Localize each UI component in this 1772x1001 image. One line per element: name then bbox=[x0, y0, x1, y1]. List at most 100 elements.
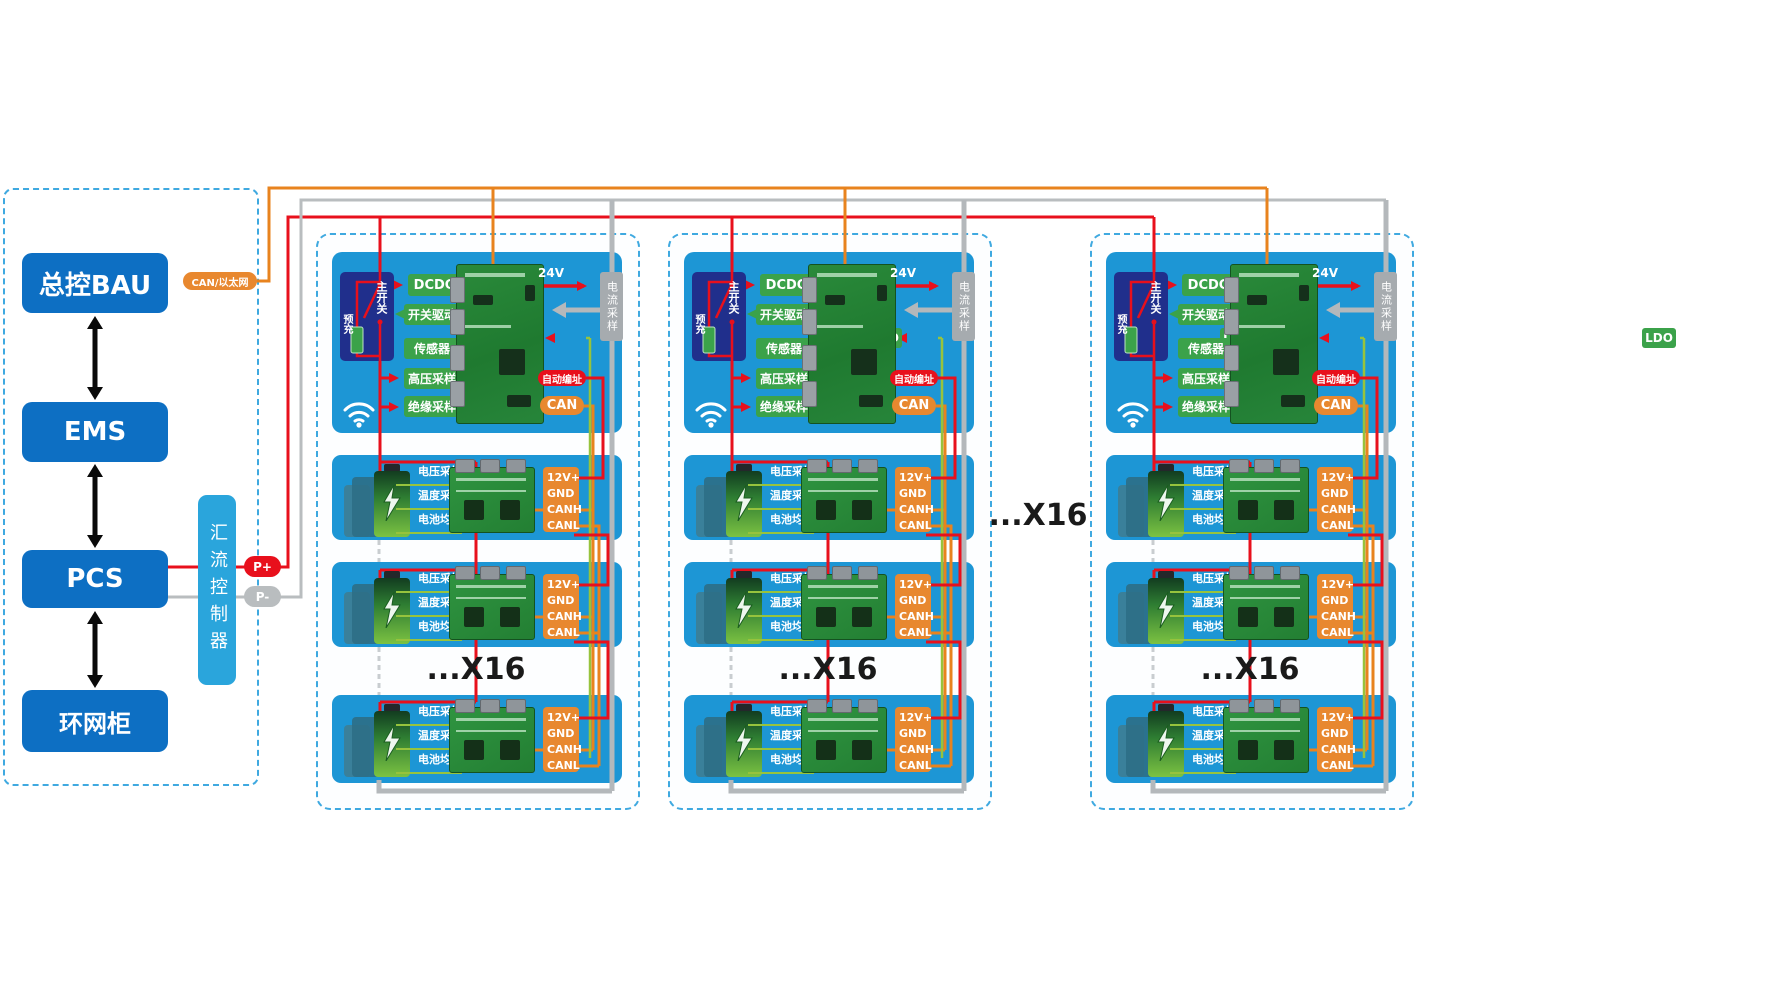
auto-addressing-badge: 自动编址 bbox=[1312, 370, 1360, 386]
wifi-icon bbox=[343, 402, 375, 428]
battery-cluster: 主开关 预充 DCDC 开关驱动 传感器 高压采样 绝缘采样 24V LDO 自… bbox=[668, 0, 1254, 1001]
module-pcb bbox=[1223, 459, 1309, 533]
sensor-label: 传感器 bbox=[765, 342, 802, 356]
sensor-label: 传感器 bbox=[413, 342, 450, 356]
auto-addressing-label: 自动编址 bbox=[894, 374, 934, 386]
can-badge: CAN bbox=[540, 396, 584, 415]
current-sampling-box: 电流采样 bbox=[600, 272, 623, 341]
hv-sampling-box: 高压采样 bbox=[756, 368, 812, 389]
pin-canl-label: CANL bbox=[547, 626, 580, 639]
wifi-icon bbox=[695, 402, 727, 428]
pin-canl-label: CANL bbox=[899, 519, 932, 532]
module-connector-box: 12V+ GND CANH CANL bbox=[895, 707, 934, 772]
switch-symbol bbox=[702, 272, 735, 361]
pin-canl-label: CANL bbox=[547, 519, 580, 532]
module-scale-note: ...X16 bbox=[1200, 652, 1300, 687]
module-connector-box: 12V+ GND CANH CANL bbox=[895, 574, 934, 639]
pin-canl-label: CANL bbox=[547, 759, 580, 772]
battery-icon bbox=[1118, 570, 1184, 644]
battery-module-row: 电压采样 温度采样 电池均衡 12V+ GND CANH CANL bbox=[1106, 562, 1396, 647]
insulation-sampling-box: 绝缘采样 bbox=[1178, 396, 1234, 417]
p-plus-terminal: P+ bbox=[244, 556, 281, 577]
master-bau-box: 总控BAU bbox=[22, 253, 168, 313]
switch-drive-box: 开关驱动 bbox=[1178, 304, 1234, 325]
module-connector-box: 12V+ GND CANH CANL bbox=[1317, 467, 1356, 532]
pin-canh-label: CANH bbox=[899, 743, 934, 756]
hv-sampling-label: 高压采样 bbox=[407, 372, 456, 386]
battery-module-row: 电压采样 温度采样 电池均衡 12V+ GND CANH CANL bbox=[332, 695, 622, 783]
module-pcb bbox=[449, 566, 535, 640]
battery-module-row: 电压采样 温度采样 电池均衡 12V+ GND CANH CANL bbox=[1106, 455, 1396, 540]
supply-24v-label: 24V bbox=[1312, 266, 1338, 280]
main-switch-label: 主开关 bbox=[375, 281, 388, 314]
wifi-icon bbox=[1117, 402, 1149, 428]
can-label: CAN bbox=[898, 398, 930, 413]
module-scale-note: ...X16 bbox=[778, 652, 878, 687]
current-sampling-label: 电流采样 bbox=[605, 280, 619, 333]
auto-addressing-label: 自动编址 bbox=[542, 374, 582, 386]
cluster-scale-note: ...X16 bbox=[988, 498, 1088, 533]
pcs-box: PCS bbox=[22, 550, 168, 608]
hv-sampling-box: 高压采样 bbox=[404, 368, 460, 389]
supply-24v-label: 24V bbox=[538, 266, 564, 280]
insulation-sampling-label: 绝缘采样 bbox=[407, 400, 456, 414]
pin-12v-label: 12V+ bbox=[1321, 471, 1355, 484]
can-label: CAN bbox=[546, 398, 578, 413]
module-connector-box: 12V+ GND CANH CANL bbox=[543, 574, 582, 639]
battery-module-row: 电压采样 温度采样 电池均衡 12V+ GND CANH CANL bbox=[684, 695, 974, 783]
dcdc-box: DCDC bbox=[760, 274, 812, 296]
pin-canh-label: CANH bbox=[899, 503, 934, 516]
module-connector-box: 12V+ GND CANH CANL bbox=[1317, 574, 1356, 639]
switch-symbol bbox=[1124, 272, 1157, 361]
can-badge: CAN bbox=[892, 396, 936, 415]
switch-symbol bbox=[350, 272, 383, 361]
can-label: CAN bbox=[1320, 398, 1352, 413]
battery-icon bbox=[344, 703, 410, 777]
battery-cluster: 主开关 预充 DCDC 开关驱动 传感器 高压采样 绝缘采样 24V LDO 自… bbox=[1090, 0, 1676, 1001]
battery-icon bbox=[1118, 703, 1184, 777]
pin-canl-label: CANL bbox=[1321, 626, 1354, 639]
main-switch-label: 主开关 bbox=[1149, 281, 1162, 314]
pin-canl-label: CANL bbox=[899, 759, 932, 772]
ems-label: EMS bbox=[63, 417, 127, 447]
pin-canh-label: CANH bbox=[547, 503, 582, 516]
dcdc-box: DCDC bbox=[1182, 274, 1234, 296]
can-ethernet-bus-wire bbox=[255, 186, 1267, 283]
main-switch-box: 主开关 预充 bbox=[692, 272, 746, 361]
pin-canh-label: CANH bbox=[1321, 610, 1356, 623]
insulation-sampling-box: 绝缘采样 bbox=[404, 396, 460, 417]
pin-12v-label: 12V+ bbox=[1321, 711, 1355, 724]
pin-gnd-label: GND bbox=[899, 727, 927, 740]
battery-icon bbox=[696, 463, 762, 537]
auto-addressing-badge: 自动编址 bbox=[538, 370, 586, 386]
pin-gnd-label: GND bbox=[1321, 487, 1349, 500]
can-ethernet-pill: CAN/以太网 bbox=[183, 272, 257, 290]
battery-module-row: 电压采样 温度采样 电池均衡 12V+ GND CANH CANL bbox=[332, 562, 622, 647]
insulation-sampling-label: 绝缘采样 bbox=[1181, 400, 1230, 414]
pin-12v-label: 12V+ bbox=[547, 578, 581, 591]
supply-24v-label: 24V bbox=[890, 266, 916, 280]
pin-gnd-label: GND bbox=[547, 727, 575, 740]
module-scale-note: ...X16 bbox=[426, 652, 526, 687]
pin-gnd-label: GND bbox=[547, 487, 575, 500]
sensor-box: 传感器 bbox=[1178, 338, 1234, 359]
current-sampling-label: 电流采样 bbox=[957, 280, 971, 333]
pin-gnd-label: GND bbox=[899, 487, 927, 500]
sensor-label: 传感器 bbox=[1187, 342, 1224, 356]
pin-canh-label: CANH bbox=[547, 743, 582, 756]
ldo-label: LDO bbox=[1645, 331, 1673, 345]
combiner-controller-label: 汇流控制器 bbox=[207, 522, 228, 658]
pin-canl-label: CANL bbox=[1321, 759, 1354, 772]
module-connector-box: 12V+ GND CANH CANL bbox=[543, 707, 582, 772]
ring-main-unit-label: 环网柜 bbox=[59, 709, 131, 738]
p-minus-label: P- bbox=[255, 589, 270, 604]
pin-canl-label: CANL bbox=[1321, 519, 1354, 532]
pin-gnd-label: GND bbox=[1321, 594, 1349, 607]
bmu-pcb bbox=[450, 264, 544, 424]
pin-gnd-label: GND bbox=[899, 594, 927, 607]
switch-drive-label: 开关驱动 bbox=[407, 308, 456, 322]
module-pcb bbox=[1223, 699, 1309, 773]
bmu-pcb bbox=[1224, 264, 1318, 424]
hv-sampling-label: 高压采样 bbox=[1181, 372, 1230, 386]
